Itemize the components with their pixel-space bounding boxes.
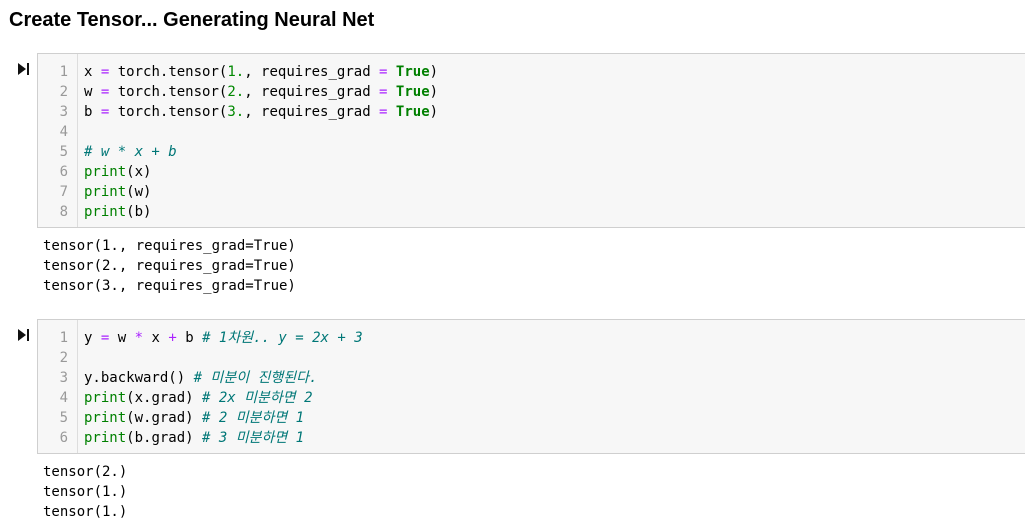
code-token: x bbox=[143, 330, 169, 346]
code-token: 2. bbox=[227, 84, 245, 100]
output-line: tensor(2., requires_grad=True) bbox=[43, 258, 296, 274]
code-text: print(b.grad) # 3 미분하면 1 bbox=[84, 428, 304, 448]
code-token: = bbox=[379, 104, 388, 120]
code-token: (x.grad) bbox=[126, 390, 203, 406]
code-token: print bbox=[84, 184, 127, 200]
line-number: 3 bbox=[59, 104, 68, 120]
line-number: 2 bbox=[59, 350, 68, 366]
line-number: 4 bbox=[59, 124, 68, 140]
code-token: 1. bbox=[227, 64, 245, 80]
code-token: True bbox=[395, 104, 430, 120]
code-text: print(b) bbox=[84, 202, 151, 222]
code-token: + bbox=[168, 330, 177, 346]
code-token: # 3 미분하면 1 bbox=[202, 430, 305, 446]
code-token: True bbox=[395, 64, 430, 80]
code-token bbox=[387, 64, 395, 80]
code-token bbox=[387, 104, 395, 120]
code-token bbox=[387, 84, 395, 100]
cell-output: tensor(1., requires_grad=True) tensor(2.,… bbox=[43, 236, 296, 296]
code-token: = bbox=[100, 84, 110, 100]
code-text: print(w.grad) # 2 미분하면 1 bbox=[84, 408, 304, 428]
code-token: w bbox=[84, 84, 93, 100]
code-token bbox=[92, 104, 100, 120]
code-token: # w * x + b bbox=[84, 144, 177, 160]
code-token: x bbox=[84, 64, 93, 80]
code-text: # w * x + b bbox=[84, 142, 177, 162]
code-token: print bbox=[84, 390, 127, 406]
code-token: y.backward() bbox=[84, 370, 194, 386]
run-cell-icon bbox=[18, 63, 29, 75]
code-token: torch.tensor( bbox=[109, 64, 228, 80]
code-token: = bbox=[100, 64, 110, 80]
code-token: , requires_grad bbox=[244, 104, 380, 120]
line-number: 1 bbox=[59, 330, 68, 346]
code-text: w = torch.tensor(2., requires_grad = Tru… bbox=[84, 82, 438, 102]
code-token: 3. bbox=[227, 104, 245, 120]
code-token: # 미분이 진행된다. bbox=[193, 370, 318, 386]
code-token: torch.tensor( bbox=[109, 104, 228, 120]
code-token: * bbox=[134, 330, 144, 346]
line-number: 1 bbox=[59, 64, 68, 80]
output-line: tensor(1., requires_grad=True) bbox=[43, 238, 296, 254]
code-text: y.backward() # 미분이 진행된다. bbox=[84, 368, 317, 388]
cell-output: tensor(2.) tensor(1.) tensor(1.) bbox=[43, 462, 127, 522]
line-number: 5 bbox=[59, 144, 68, 160]
code-token: (w) bbox=[126, 184, 152, 200]
code-token: print bbox=[84, 204, 127, 220]
line-number: 5 bbox=[59, 410, 68, 426]
code-token: = bbox=[100, 104, 110, 120]
code-text: print(x.grad) # 2x 미분하면 2 bbox=[84, 388, 313, 408]
code-text: print(x) bbox=[84, 162, 151, 182]
code-token: print bbox=[84, 430, 127, 446]
code-text: print(w) bbox=[84, 182, 151, 202]
code-token: # 2 미분하면 1 bbox=[202, 410, 305, 426]
gutter-separator bbox=[77, 54, 78, 227]
code-token: , requires_grad bbox=[244, 84, 380, 100]
code-text: y = w * x + b # 1차원.. y = 2x + 3 bbox=[84, 328, 363, 348]
line-number: 2 bbox=[59, 84, 68, 100]
code-token: # 1차원.. y = 2x + 3 bbox=[202, 330, 363, 346]
code-token: w bbox=[109, 330, 135, 346]
output-line: tensor(1.) bbox=[43, 484, 128, 500]
code-token: ) bbox=[429, 64, 439, 80]
code-token bbox=[92, 84, 100, 100]
code-token bbox=[92, 64, 100, 80]
output-line: tensor(2.) bbox=[43, 464, 128, 480]
code-text: b = torch.tensor(3., requires_grad = Tru… bbox=[84, 102, 438, 122]
line-number: 6 bbox=[59, 430, 68, 446]
line-number: 4 bbox=[59, 390, 68, 406]
line-number: 3 bbox=[59, 370, 68, 386]
code-token: , requires_grad bbox=[244, 64, 380, 80]
code-token: b bbox=[176, 330, 203, 346]
code-token: b bbox=[84, 104, 93, 120]
code-token: (w.grad) bbox=[126, 410, 203, 426]
code-token: = bbox=[100, 330, 110, 346]
page-title: Create Tensor... Generating Neural Net bbox=[9, 9, 375, 31]
code-token: ) bbox=[429, 84, 439, 100]
code-token: = bbox=[379, 64, 388, 80]
code-token: (x) bbox=[126, 164, 152, 180]
code-token: ) bbox=[429, 104, 439, 120]
line-number: 6 bbox=[59, 164, 68, 180]
output-line: tensor(1.) bbox=[43, 504, 128, 520]
code-token: (b.grad) bbox=[126, 430, 203, 446]
code-token: print bbox=[84, 164, 127, 180]
code-token: # 2x 미분하면 2 bbox=[202, 390, 313, 406]
code-text: x = torch.tensor(1., requires_grad = Tru… bbox=[84, 62, 438, 82]
line-number: 8 bbox=[59, 204, 68, 220]
code-token: y bbox=[84, 330, 101, 346]
code-token: True bbox=[395, 84, 430, 100]
run-cell-button[interactable] bbox=[16, 328, 32, 344]
code-token: print bbox=[84, 410, 127, 426]
code-token: torch.tensor( bbox=[109, 84, 228, 100]
output-line: tensor(3., requires_grad=True) bbox=[43, 278, 296, 294]
gutter-separator bbox=[77, 320, 78, 453]
code-token: (b) bbox=[126, 204, 152, 220]
run-cell-button[interactable] bbox=[16, 62, 32, 78]
line-number: 7 bbox=[59, 184, 68, 200]
run-cell-icon bbox=[18, 329, 29, 341]
code-token: = bbox=[379, 84, 388, 100]
